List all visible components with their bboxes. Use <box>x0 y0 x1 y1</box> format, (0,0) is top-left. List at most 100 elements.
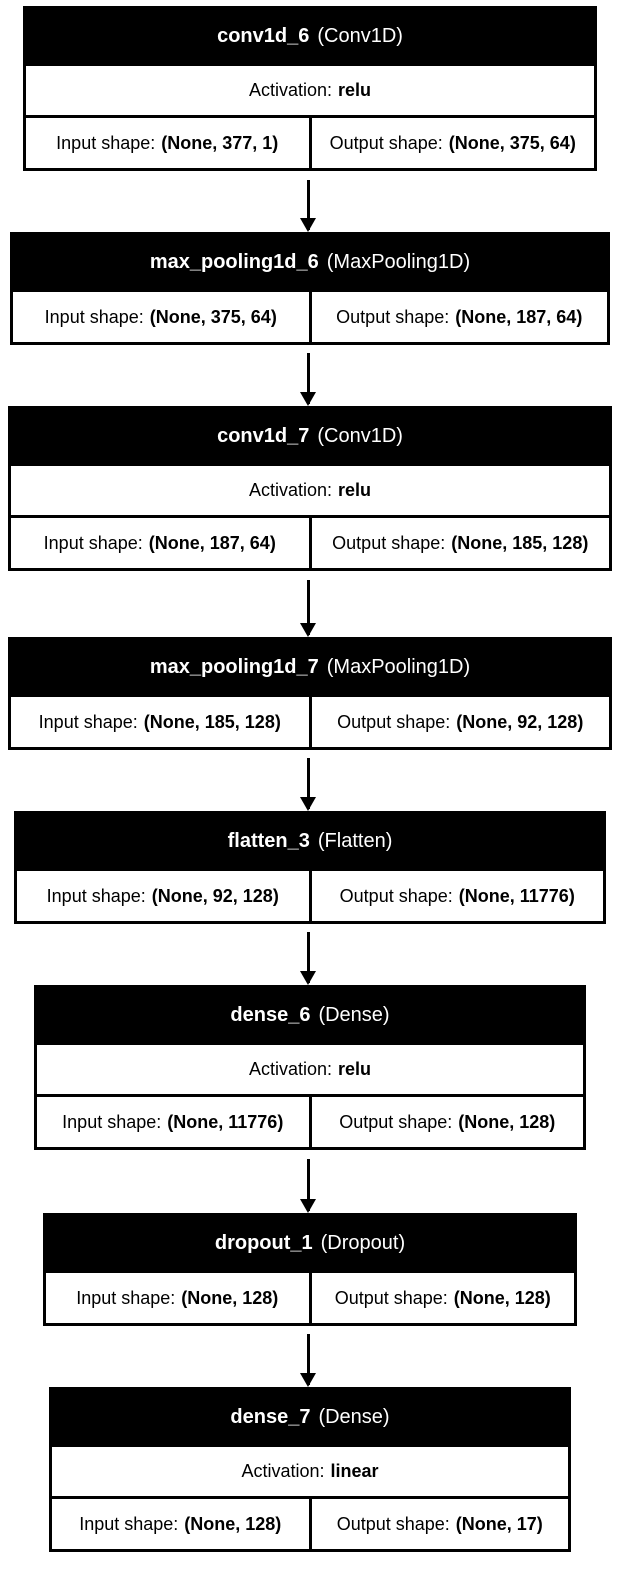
layer-box-conv1d-7: conv1d_7 (Conv1D) Activation: relu Input… <box>8 406 612 571</box>
activation-label: Activation: <box>248 80 333 100</box>
output-shape-cell: Output shape: (None, 11776) <box>308 871 604 921</box>
layer-box-conv1d-6: conv1d_6 (Conv1D) Activation: relu Input… <box>23 6 597 171</box>
input-shape-label: Input shape: <box>76 1287 176 1308</box>
output-shape-value: (None, 128) <box>458 1111 556 1132</box>
layer-header: conv1d_7 (Conv1D) <box>11 409 609 463</box>
input-shape-cell: Input shape: (None, 377, 1) <box>26 118 309 168</box>
shape-row: Input shape: (None, 128) Output shape: (… <box>52 1496 568 1549</box>
layer-type: (MaxPooling1D) <box>326 655 471 678</box>
input-shape-cell: Input shape: (None, 187, 64) <box>11 518 309 568</box>
output-shape-value: (None, 92, 128) <box>456 711 584 732</box>
activation-label: Activation: <box>241 1461 325 1481</box>
input-shape-label: Input shape: <box>44 306 144 327</box>
output-shape-value: (None, 185, 128) <box>451 532 589 553</box>
input-shape-value: (None, 375, 64) <box>149 306 277 327</box>
layer-header: conv1d_6 (Conv1D) <box>26 9 594 63</box>
connector-arrow <box>300 1159 316 1213</box>
activation-row: Activation: linear <box>52 1444 568 1496</box>
shape-row: Input shape: (None, 128) Output shape: (… <box>46 1270 574 1323</box>
input-shape-value: (None, 377, 1) <box>161 132 279 153</box>
layer-box-dropout-1: dropout_1 (Dropout) Input shape: (None, … <box>43 1213 577 1326</box>
output-shape-value: (None, 128) <box>453 1287 551 1308</box>
layer-type: (Dense) <box>318 1405 390 1428</box>
output-shape-label: Output shape: <box>337 711 451 732</box>
output-shape-cell: Output shape: (None, 92, 128) <box>308 697 610 747</box>
connector-arrow <box>300 758 316 811</box>
output-shape-cell: Output shape: (None, 187, 64) <box>308 292 608 342</box>
output-shape-cell: Output shape: (None, 128) <box>308 1273 575 1323</box>
connector-arrow <box>300 1334 316 1387</box>
layer-name: conv1d_7 <box>217 424 310 447</box>
layer-name: conv1d_6 <box>217 24 310 47</box>
activation-label: Activation: <box>248 480 333 500</box>
shape-row: Input shape: (None, 377, 1) Output shape… <box>26 115 594 168</box>
layer-header: max_pooling1d_7 (MaxPooling1D) <box>11 640 609 694</box>
layer-header: dense_6 (Dense) <box>37 988 583 1042</box>
output-shape-label: Output shape: <box>339 885 453 906</box>
input-shape-label: Input shape: <box>62 1111 162 1132</box>
layer-box-dense-7: dense_7 (Dense) Activation: linear Input… <box>49 1387 571 1552</box>
input-shape-label: Input shape: <box>56 132 156 153</box>
activation-row: Activation: relu <box>11 463 609 515</box>
layer-type: (MaxPooling1D) <box>326 250 471 273</box>
input-shape-cell: Input shape: (None, 375, 64) <box>13 292 309 342</box>
layer-name: max_pooling1d_7 <box>149 655 319 678</box>
shape-row: Input shape: (None, 375, 64) Output shap… <box>13 289 607 342</box>
input-shape-label: Input shape: <box>46 885 146 906</box>
output-shape-cell: Output shape: (None, 185, 128) <box>308 518 610 568</box>
input-shape-cell: Input shape: (None, 92, 128) <box>17 871 309 921</box>
layer-box-max-pooling1d-6: max_pooling1d_6 (MaxPooling1D) Input sha… <box>10 232 610 345</box>
activation-value: relu <box>338 480 372 500</box>
input-shape-value: (None, 92, 128) <box>151 885 279 906</box>
shape-row: Input shape: (None, 185, 128) Output sha… <box>11 694 609 747</box>
input-shape-value: (None, 185, 128) <box>143 711 281 732</box>
output-shape-value: (None, 375, 64) <box>448 132 576 153</box>
layer-type: (Dense) <box>318 1003 390 1026</box>
input-shape-cell: Input shape: (None, 185, 128) <box>11 697 309 747</box>
layer-header: dense_7 (Dense) <box>52 1390 568 1444</box>
input-shape-label: Input shape: <box>38 711 138 732</box>
activation-value: relu <box>338 1059 372 1079</box>
output-shape-label: Output shape: <box>334 1287 448 1308</box>
input-shape-value: (None, 128) <box>181 1287 279 1308</box>
input-shape-label: Input shape: <box>43 532 143 553</box>
activation-value: relu <box>338 80 372 100</box>
output-shape-label: Output shape: <box>336 1513 450 1534</box>
layer-name: max_pooling1d_6 <box>149 250 319 273</box>
connector-arrow <box>300 353 316 406</box>
layer-header: max_pooling1d_6 (MaxPooling1D) <box>13 235 607 289</box>
layer-type: (Flatten) <box>317 829 393 852</box>
layer-box-max-pooling1d-7: max_pooling1d_7 (MaxPooling1D) Input sha… <box>8 637 612 750</box>
layer-name: flatten_3 <box>227 829 310 852</box>
input-shape-cell: Input shape: (None, 11776) <box>37 1097 309 1147</box>
input-shape-cell: Input shape: (None, 128) <box>46 1273 309 1323</box>
input-shape-value: (None, 128) <box>184 1513 282 1534</box>
layer-box-flatten-3: flatten_3 (Flatten) Input shape: (None, … <box>14 811 606 924</box>
layer-box-dense-6: dense_6 (Dense) Activation: relu Input s… <box>34 985 586 1150</box>
output-shape-cell: Output shape: (None, 17) <box>308 1499 569 1549</box>
output-shape-cell: Output shape: (None, 375, 64) <box>308 118 595 168</box>
layer-name: dropout_1 <box>214 1231 313 1254</box>
layer-header: dropout_1 (Dropout) <box>46 1216 574 1270</box>
layer-name: dense_6 <box>230 1003 311 1026</box>
layer-type: (Conv1D) <box>317 424 403 447</box>
connector-arrow <box>300 580 316 637</box>
layer-type: (Dropout) <box>320 1231 406 1254</box>
output-shape-value: (None, 17) <box>455 1513 543 1534</box>
output-shape-value: (None, 187, 64) <box>455 306 583 327</box>
activation-value: linear <box>330 1461 379 1481</box>
input-shape-value: (None, 11776) <box>167 1111 284 1132</box>
shape-row: Input shape: (None, 11776) Output shape:… <box>37 1094 583 1147</box>
layer-type: (Conv1D) <box>317 24 403 47</box>
output-shape-label: Output shape: <box>336 306 450 327</box>
activation-row: Activation: relu <box>37 1042 583 1094</box>
output-shape-label: Output shape: <box>339 1111 453 1132</box>
layer-header: flatten_3 (Flatten) <box>17 814 603 868</box>
shape-row: Input shape: (None, 187, 64) Output shap… <box>11 515 609 568</box>
input-shape-cell: Input shape: (None, 128) <box>52 1499 309 1549</box>
output-shape-label: Output shape: <box>332 532 446 553</box>
connector-arrow <box>300 932 316 985</box>
connector-arrow <box>300 180 316 232</box>
input-shape-value: (None, 187, 64) <box>148 532 276 553</box>
